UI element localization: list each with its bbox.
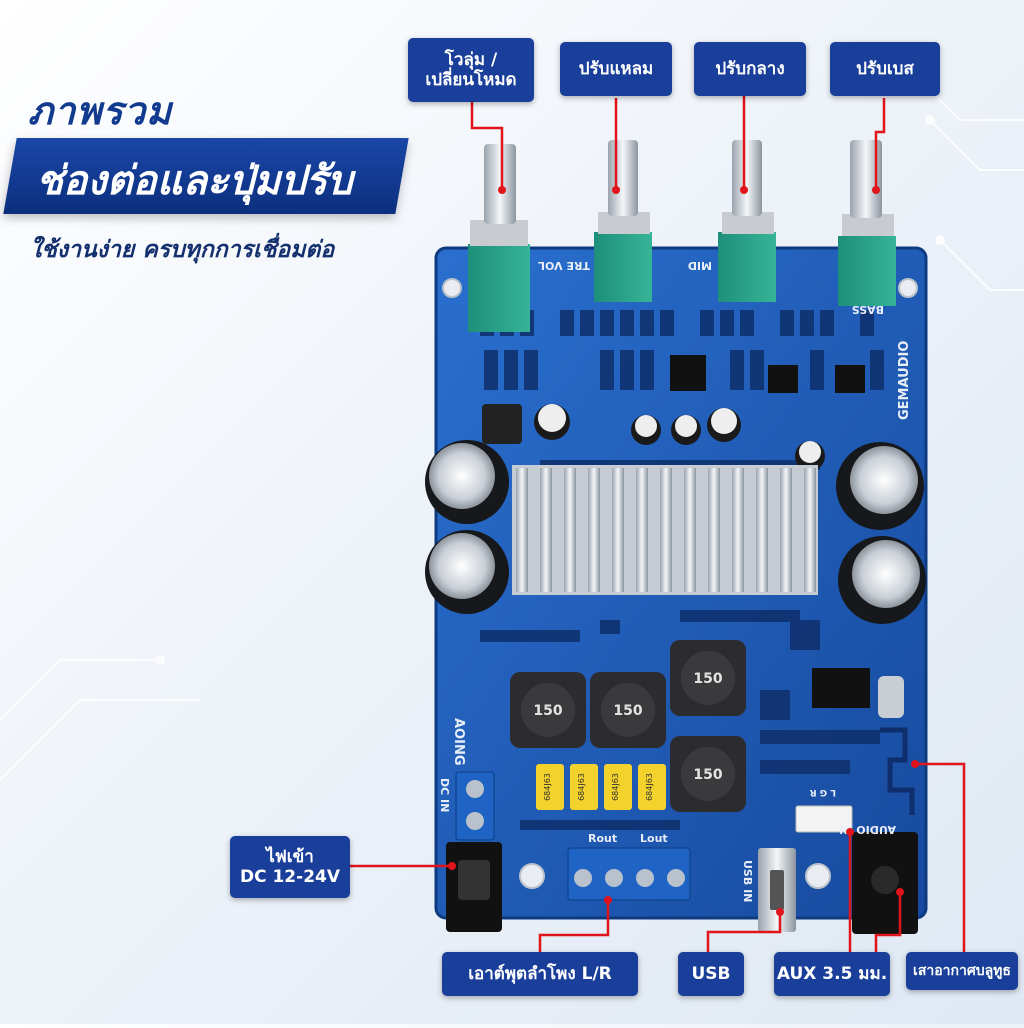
silk-rout: Rout xyxy=(588,832,617,845)
inductor-label-4: 150 xyxy=(693,767,722,783)
inductor-label-1: 150 xyxy=(533,703,562,719)
label-aux: AUX 3.5 มม. xyxy=(774,952,890,996)
film-cap-label-1: 684J63 xyxy=(543,773,552,801)
label-mid: ปรับกลาง xyxy=(694,42,806,96)
film-cap-label-2: 684J63 xyxy=(577,773,586,801)
label-speaker-output: เอาต์พุตลำโพง L/R xyxy=(442,952,638,996)
label-volume-mode: โวลุ่ม / เปลี่ยนโหมด xyxy=(408,38,534,102)
silk-lout: Lout xyxy=(640,832,668,845)
film-cap-label-4: 684J63 xyxy=(645,773,654,801)
bluetooth-antenna-trace xyxy=(880,727,915,815)
power-inductors xyxy=(510,640,746,812)
silk-mid: MID xyxy=(688,259,712,272)
silk-audio: AUDIO IN xyxy=(839,823,896,836)
silk-brand-left: AOING xyxy=(451,718,466,766)
banner-title: ช่องต่อและปุ่มปรับ xyxy=(36,158,353,204)
speaker-terminal xyxy=(567,847,691,901)
film-cap-label-3: 684J63 xyxy=(611,773,620,801)
label-treble: ปรับแหลม xyxy=(560,42,672,96)
page-subtitle: ใช้งานง่าย ครบทุกการเชื่อมต่อ xyxy=(30,237,335,263)
inductor-label-2: 150 xyxy=(613,703,642,719)
inductor-label-3: 150 xyxy=(693,671,722,687)
film-capacitors xyxy=(536,764,666,810)
label-bass: ปรับเบส xyxy=(830,42,940,96)
label-usb: USB xyxy=(678,952,744,996)
silk-bass: BASS xyxy=(852,303,884,316)
main-capacitors xyxy=(425,440,926,624)
label-bluetooth-antenna: เสาอากาศบลูทูธ xyxy=(906,952,1018,990)
silk-lr: L G R xyxy=(810,787,836,797)
page-title: ภาพรวม xyxy=(28,89,173,133)
label-power-input: ไฟเข้า DC 12-24V xyxy=(230,836,350,898)
silk-brand-right: GEMAUDIO xyxy=(897,341,912,420)
heatsink xyxy=(512,465,818,595)
silk-usb: USB IN xyxy=(741,860,754,902)
potentiometers xyxy=(468,140,896,332)
silk-vol: TRE VOL xyxy=(538,259,590,272)
silk-dc: DC IN xyxy=(438,778,451,812)
